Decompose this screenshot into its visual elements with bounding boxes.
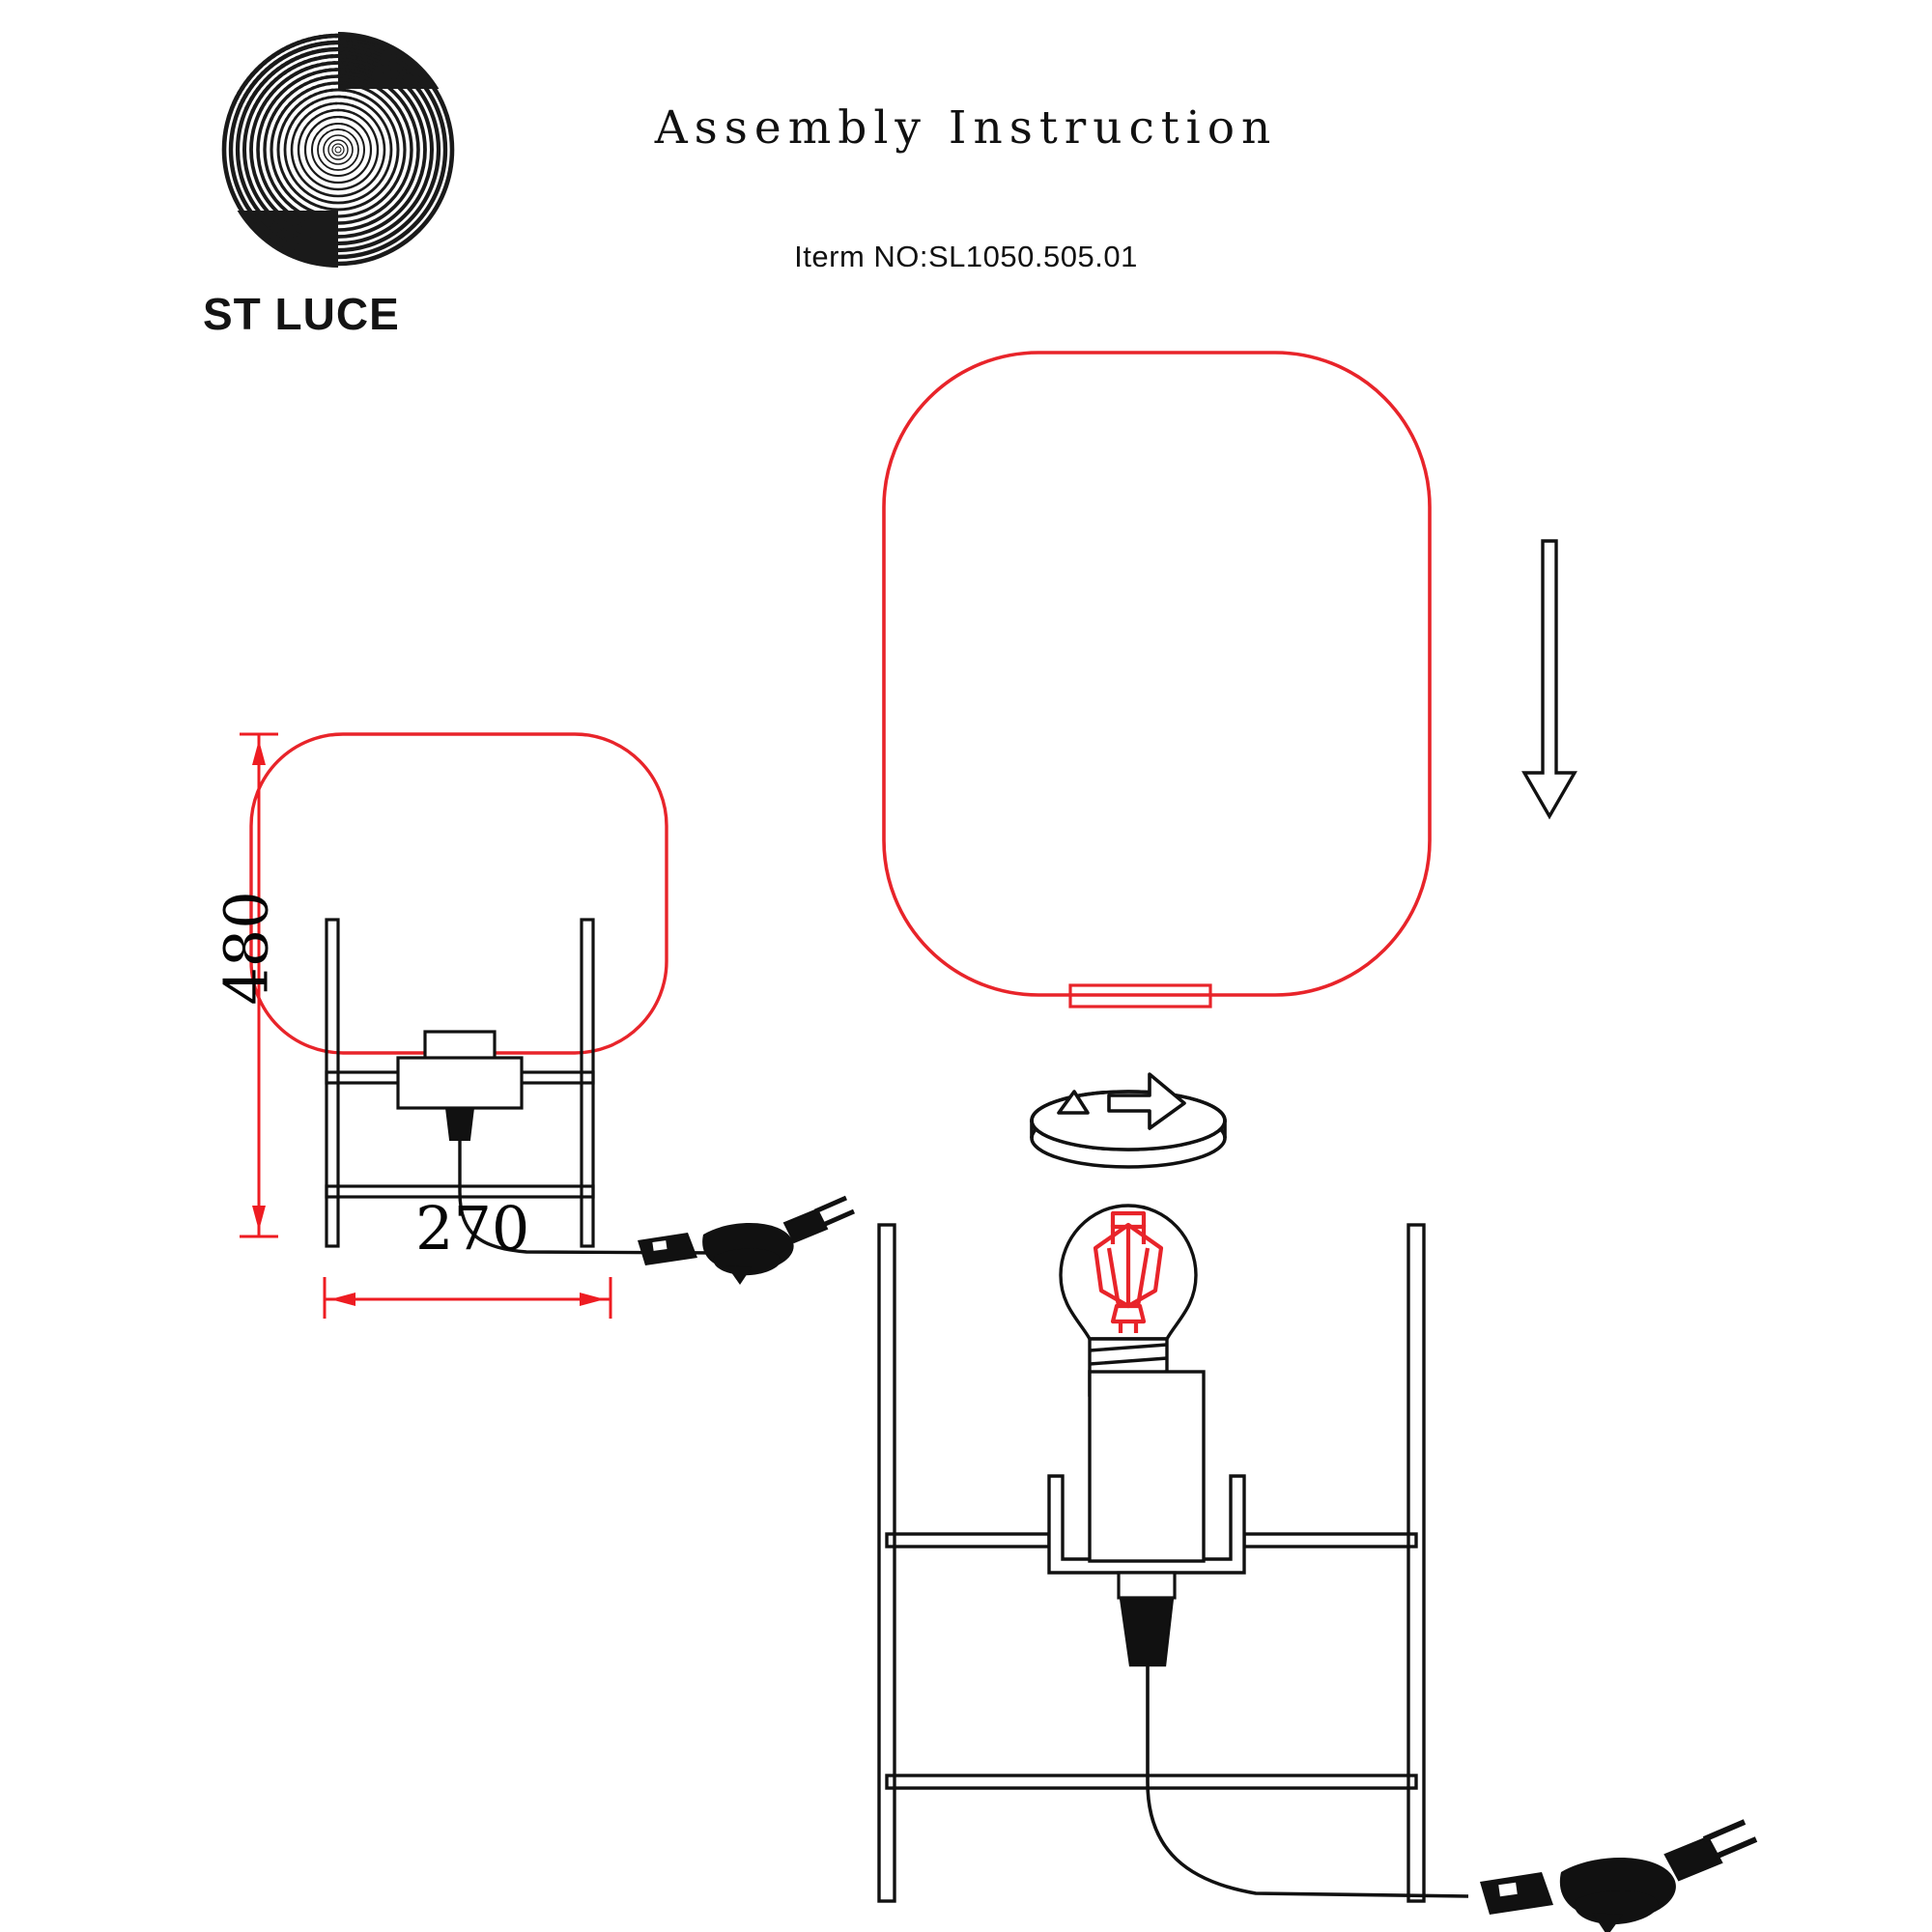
glass-shade-part — [882, 351, 1432, 1009]
brand-block: ST LUCE — [203, 29, 488, 339]
page-title: Assembly Instruction — [654, 101, 1278, 155]
lamp1-socket-cup — [396, 1056, 524, 1110]
frame-cord-coil — [1559, 1858, 1676, 1932]
frame-upper-rail-right — [1242, 1532, 1418, 1548]
rotate-clockwise-symbol-icon — [1030, 1072, 1227, 1169]
bulb-filament — [1093, 1210, 1164, 1333]
frame-base-assembly — [877, 1223, 1758, 1932]
dimension-label-height: 480 — [211, 891, 282, 1006]
dimension-line-width — [323, 1277, 612, 1319]
socket-nut — [1117, 1571, 1177, 1600]
st-luce-spiral-logo-icon — [220, 32, 456, 268]
downward-insert-arrow-icon — [1521, 539, 1577, 820]
lamp1-glass-shade — [249, 732, 668, 1055]
lamp1-right-post — [580, 918, 595, 1248]
frame-upper-rail-left — [885, 1532, 1051, 1548]
frame-cord — [1146, 1665, 1469, 1898]
lamp1-strain-relief — [444, 1107, 475, 1141]
frame-lower-rail — [885, 1774, 1418, 1790]
dimensioned-lamp-elevation — [240, 732, 856, 1319]
lamp1-cord-coil — [702, 1223, 794, 1285]
dimension-label-width: 270 — [415, 1193, 530, 1264]
lamp1-upper-rail — [325, 1070, 595, 1085]
frame-plug — [1663, 1819, 1758, 1882]
brand-wordmark: ST LUCE — [203, 289, 400, 339]
frame-left-post — [877, 1223, 896, 1903]
lamp1-left-post — [325, 918, 340, 1248]
socket-cup — [1047, 1474, 1246, 1575]
frame-right-post — [1406, 1223, 1426, 1903]
lamp1-inline-switch — [638, 1233, 697, 1265]
shade-collar — [1068, 983, 1212, 1009]
lamp1-socket-body — [423, 1030, 497, 1077]
shade-outline — [882, 351, 1432, 997]
bulb-glass — [1059, 1204, 1198, 1341]
socket-body — [1088, 1370, 1206, 1563]
lamp1-plug — [782, 1195, 856, 1244]
strain-relief — [1119, 1596, 1175, 1667]
frame-inline-switch — [1480, 1872, 1553, 1915]
item-number-label: Iterm NO:SL1050.505.01 — [794, 240, 1138, 273]
bulb-screw-base — [1088, 1337, 1169, 1416]
light-bulb-e27-icon — [1059, 1204, 1198, 1416]
